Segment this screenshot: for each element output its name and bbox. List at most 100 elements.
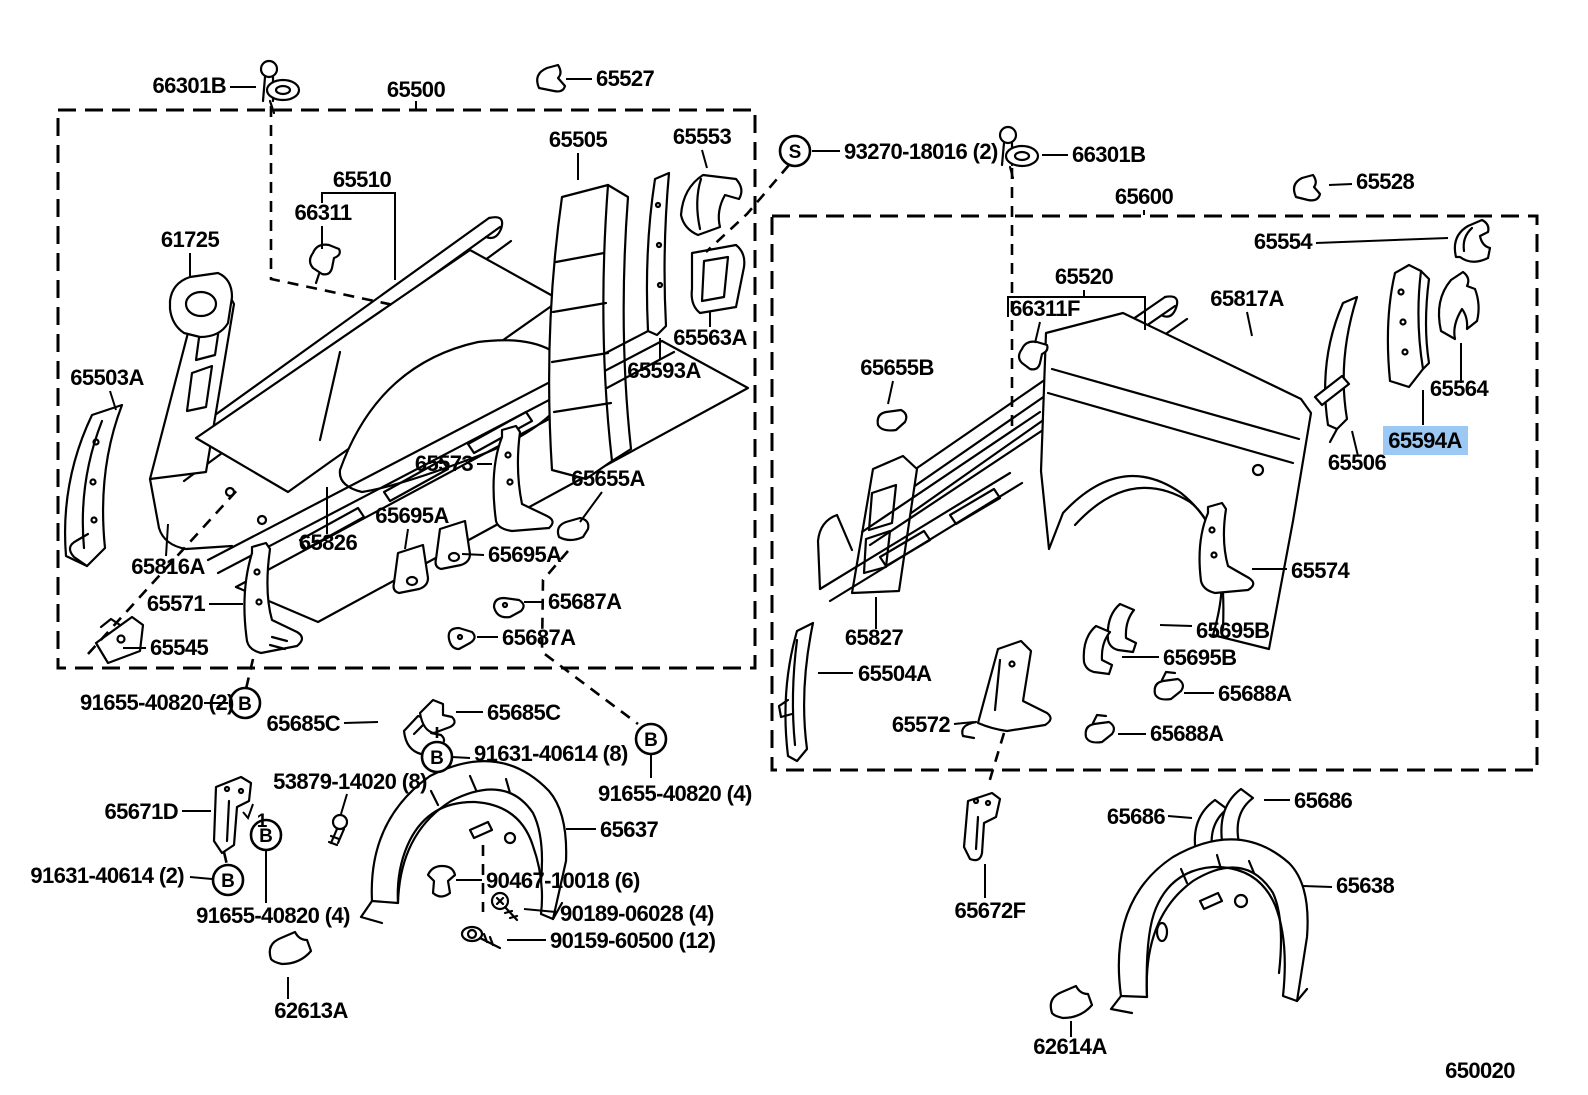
part-label-65573[interactable]: 65573 bbox=[415, 451, 474, 476]
part-61725 bbox=[168, 271, 234, 339]
part-65504a-strip bbox=[784, 621, 815, 763]
leader-line bbox=[343, 721, 379, 724]
part-number-text: 65553 bbox=[673, 124, 732, 149]
part-label-66311[interactable]: 66311 bbox=[295, 200, 353, 225]
floor-edge bbox=[234, 339, 750, 624]
part-label-65655B[interactable]: 65655B bbox=[860, 355, 934, 380]
part-label-65637[interactable]: 65637 bbox=[600, 817, 659, 842]
part-label-65686[interactable]: 65686 bbox=[1294, 788, 1353, 813]
part-label-65638[interactable]: 65638 bbox=[1336, 873, 1395, 898]
leader-line bbox=[189, 876, 213, 880]
part-label-65554[interactable]: 65554 bbox=[1254, 229, 1314, 254]
part-number-text: 65638 bbox=[1336, 873, 1395, 898]
part-label-65572[interactable]: 65572 bbox=[892, 712, 951, 737]
part-label-65695B[interactable]: 65695B bbox=[1196, 618, 1270, 643]
part-label-65685C[interactable]: 65685C bbox=[267, 711, 342, 736]
part-label-53879-14020-8-[interactable]: 53879-14020 (8) bbox=[273, 769, 428, 794]
part-label-91655-40820-4-[interactable]: 91655-40820 (4) bbox=[598, 781, 753, 806]
part-label-62613A[interactable]: 62613A bbox=[274, 998, 349, 1023]
part-label-90159-60500-12-[interactable]: 90159-60500 (12) bbox=[550, 928, 716, 953]
part-label-65826[interactable]: 65826 bbox=[299, 530, 358, 555]
dashed-leader-line bbox=[269, 106, 399, 308]
part-number-text: 65574 bbox=[1291, 558, 1351, 583]
front-sill bbox=[148, 477, 234, 551]
part-number-text: 65695B bbox=[1196, 618, 1269, 643]
part-label-65695A[interactable]: 65695A bbox=[488, 542, 563, 567]
part-label-65687A[interactable]: 65687A bbox=[548, 589, 623, 614]
part-label-65571[interactable]: 65571 bbox=[147, 591, 206, 616]
part-label-90467-10018-6-[interactable]: 90467-10018 (6) bbox=[486, 868, 641, 893]
part-label-65688A[interactable]: 65688A bbox=[1218, 681, 1293, 706]
part-label-65816A[interactable]: 65816A bbox=[131, 554, 206, 579]
part-label-65695B[interactable]: 65695B bbox=[1163, 645, 1237, 670]
part-number-text: 65528 bbox=[1356, 169, 1415, 194]
part-label-66301B[interactable]: 66301B bbox=[153, 73, 227, 98]
part-label-65827[interactable]: 65827 bbox=[845, 625, 904, 650]
leader-line bbox=[701, 149, 708, 169]
part-label-65594A[interactable]: 65594A bbox=[1383, 426, 1468, 455]
part-number-text: 66301B bbox=[153, 73, 226, 98]
part-number-text: 91655-40820 (4) bbox=[196, 903, 350, 928]
part-label-65817A[interactable]: 65817A bbox=[1210, 286, 1285, 311]
part-label-65505[interactable]: 65505 bbox=[549, 127, 608, 152]
part-label-66311F[interactable]: 66311F bbox=[1010, 296, 1081, 321]
part-number-text: 65554 bbox=[1254, 229, 1314, 254]
screw-90159-icon bbox=[460, 925, 502, 950]
part-label-65672F[interactable]: 65672F bbox=[954, 898, 1026, 923]
part-65637-wheelhouse bbox=[359, 760, 568, 925]
part-label-62614A[interactable]: 62614A bbox=[1033, 1034, 1108, 1059]
part-label-65564[interactable]: 65564 bbox=[1430, 376, 1490, 401]
part-label-66301B[interactable]: 66301B bbox=[1072, 142, 1146, 167]
part-65685c-clip bbox=[418, 698, 456, 735]
leader-line bbox=[461, 553, 485, 556]
part-label-65506[interactable]: 65506 bbox=[1328, 450, 1387, 475]
part-label-93270-18016-2-[interactable]: 93270-18016 (2) bbox=[844, 139, 999, 164]
marker-circle bbox=[211, 863, 245, 897]
marker-circle bbox=[420, 740, 454, 774]
part-label-91631-40614-2-[interactable]: 91631-40614 (2) bbox=[30, 863, 185, 888]
group-boxes-layer bbox=[56, 108, 1539, 772]
part-66311f-clip bbox=[1017, 340, 1049, 371]
part-label-65553[interactable]: 65553 bbox=[673, 124, 732, 149]
part-label-65520[interactable]: 65520 bbox=[1055, 264, 1114, 289]
marker-circle bbox=[634, 722, 668, 756]
part-number-text: 90189-06028 (4) bbox=[560, 901, 714, 926]
part-label-91655-40820-4-[interactable]: 91655-40820 (4) bbox=[196, 903, 351, 928]
part-label-65527[interactable]: 65527 bbox=[596, 66, 655, 91]
screw-53879-icon bbox=[327, 813, 349, 847]
part-label-65528[interactable]: 65528 bbox=[1356, 169, 1415, 194]
leader-line bbox=[1159, 624, 1193, 627]
part-label-65504A[interactable]: 65504A bbox=[858, 661, 933, 686]
part-label-65687A[interactable]: 65687A bbox=[502, 625, 577, 650]
part-label-65600[interactable]: 65600 bbox=[1115, 184, 1174, 209]
part-label-65655A[interactable]: 65655A bbox=[571, 466, 646, 491]
part-label-65685C[interactable]: 65685C bbox=[487, 700, 562, 725]
part-65505-panel bbox=[548, 183, 614, 481]
part-label-65563A[interactable]: 65563A bbox=[673, 325, 748, 350]
part-label-65671D[interactable]: 65671D bbox=[105, 799, 179, 824]
part-65553 bbox=[679, 173, 743, 237]
part-number-text: 65637 bbox=[600, 817, 659, 842]
part-label-65510[interactable]: 65510 bbox=[333, 167, 392, 192]
part-label-65593A[interactable]: 65593A bbox=[627, 358, 702, 383]
part-number-text: 62613A bbox=[274, 998, 348, 1023]
leader-line bbox=[1351, 430, 1359, 457]
part-label-91655-40820-2-[interactable]: 91655-40820 (2) bbox=[80, 690, 235, 715]
part-label-91631-40614-8-[interactable]: 91631-40614 (8) bbox=[474, 741, 629, 766]
part-number-text: 65593A bbox=[627, 358, 701, 383]
part-label-65545[interactable]: 65545 bbox=[150, 635, 209, 660]
part-label-65686[interactable]: 65686 bbox=[1107, 804, 1166, 829]
leader-lines-layer bbox=[87, 78, 1462, 1037]
rear-bed-group-box bbox=[770, 214, 1539, 772]
part-number-text: 91655-40820 (2) bbox=[80, 690, 234, 715]
leader-line bbox=[953, 721, 975, 725]
part-label-90189-06028-4-[interactable]: 90189-06028 (4) bbox=[560, 901, 715, 926]
part-label-65688A[interactable]: 65688A bbox=[1150, 721, 1225, 746]
part-label-65695A[interactable]: 65695A bbox=[375, 503, 450, 528]
marker-letter: B bbox=[221, 871, 235, 892]
part-label-61725[interactable]: 61725 bbox=[161, 227, 220, 252]
part-label-65503A[interactable]: 65503A bbox=[70, 365, 145, 390]
part-label-65500[interactable]: 65500 bbox=[387, 77, 446, 102]
part-number-text: 53879-14020 (8) bbox=[273, 769, 427, 794]
part-label-65574[interactable]: 65574 bbox=[1291, 558, 1351, 583]
